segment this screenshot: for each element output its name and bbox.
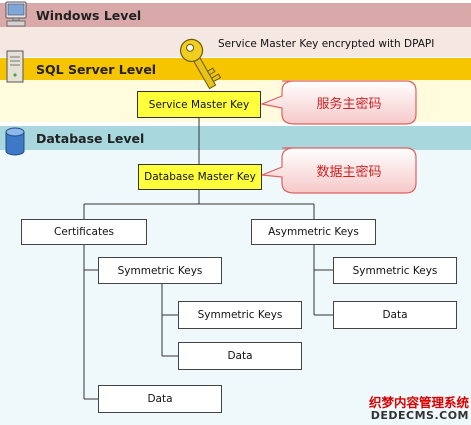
service-master-key-box: Service Master Key (137, 91, 261, 118)
windows-level-band (0, 3, 471, 27)
cert-sym-data-box: Data (178, 342, 302, 370)
database-icon (5, 127, 25, 156)
database-level-band (0, 126, 471, 150)
server-icon (6, 50, 24, 83)
database-level-label: Database Level (36, 131, 145, 146)
sql-server-level-band (0, 58, 471, 80)
cert-symmetric-keys-box: Symmetric Keys (98, 257, 222, 284)
computer-icon (5, 1, 27, 27)
asymmetric-keys-box: Asymmetric Keys (251, 219, 376, 245)
callout-database-master-key (261, 147, 417, 194)
database-level-area (0, 150, 471, 425)
dpapi-annotation: Service Master Key encrypted with DPAPI (218, 38, 435, 50)
cert-data-box: Data (98, 385, 222, 413)
windows-level-area (0, 27, 471, 57)
callout-service-master-key (260, 80, 417, 125)
callout-service-master-key-text: 服务主密码 (316, 97, 382, 112)
site-watermark: 织梦内容管理系统 DEDECMS.COM (368, 394, 469, 423)
watermark-line-2: DEDECMS.COM (370, 409, 469, 423)
windows-level-label: Windows Level (36, 8, 142, 23)
certificates-box: Certificates (21, 219, 147, 245)
asym-symmetric-keys-box: Symmetric Keys (333, 257, 457, 284)
key-icon (179, 38, 222, 90)
asym-data-box: Data (333, 301, 457, 329)
watermark-line-1: 织梦内容管理系统 (368, 394, 469, 410)
database-master-key-box: Database Master Key (138, 164, 262, 190)
sql-server-level-label: SQL Server Level (36, 62, 157, 77)
callout-database-master-key-text: 数据主密码 (316, 165, 382, 180)
cert-sym-symmetric-keys-box: Symmetric Keys (178, 301, 302, 329)
